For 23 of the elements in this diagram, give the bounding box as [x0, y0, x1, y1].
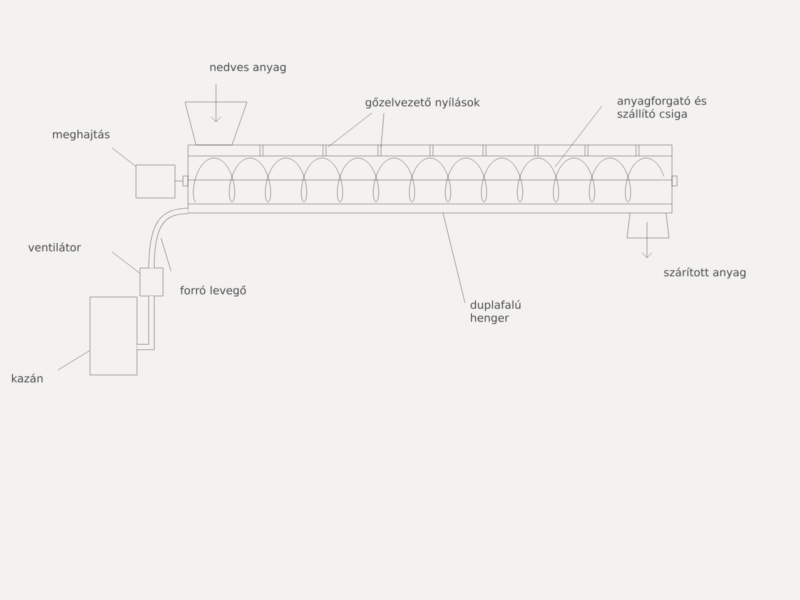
leader-line — [58, 350, 90, 370]
leader-line — [442, 212, 466, 304]
callout-text: duplafalú henger — [470, 300, 520, 324]
callout-text: forró levegő — [180, 285, 246, 297]
leader-line — [112, 252, 140, 274]
air-pipe — [137, 296, 154, 350]
callout-text: ventilátor — [28, 242, 81, 252]
leader-line — [554, 106, 602, 168]
label-text: nedves anyag — [210, 62, 286, 74]
fan-box — [140, 268, 164, 296]
boiler-box — [90, 296, 138, 376]
leader-line — [160, 238, 172, 272]
drum-outline — [188, 144, 672, 214]
callout-text: anyagforgató és szállító csiga — [618, 96, 706, 120]
callout-text: kazán — [12, 374, 42, 382]
callout-text: meghajtás — [53, 129, 110, 141]
air-pipe — [148, 208, 188, 268]
callout-text: gőzelvezető nyílások — [366, 97, 480, 109]
leader-line — [112, 148, 136, 167]
motor-box — [136, 164, 176, 198]
leader-line — [328, 112, 372, 148]
leader-line — [380, 112, 384, 148]
label-text: szárított anyag — [664, 267, 746, 279]
